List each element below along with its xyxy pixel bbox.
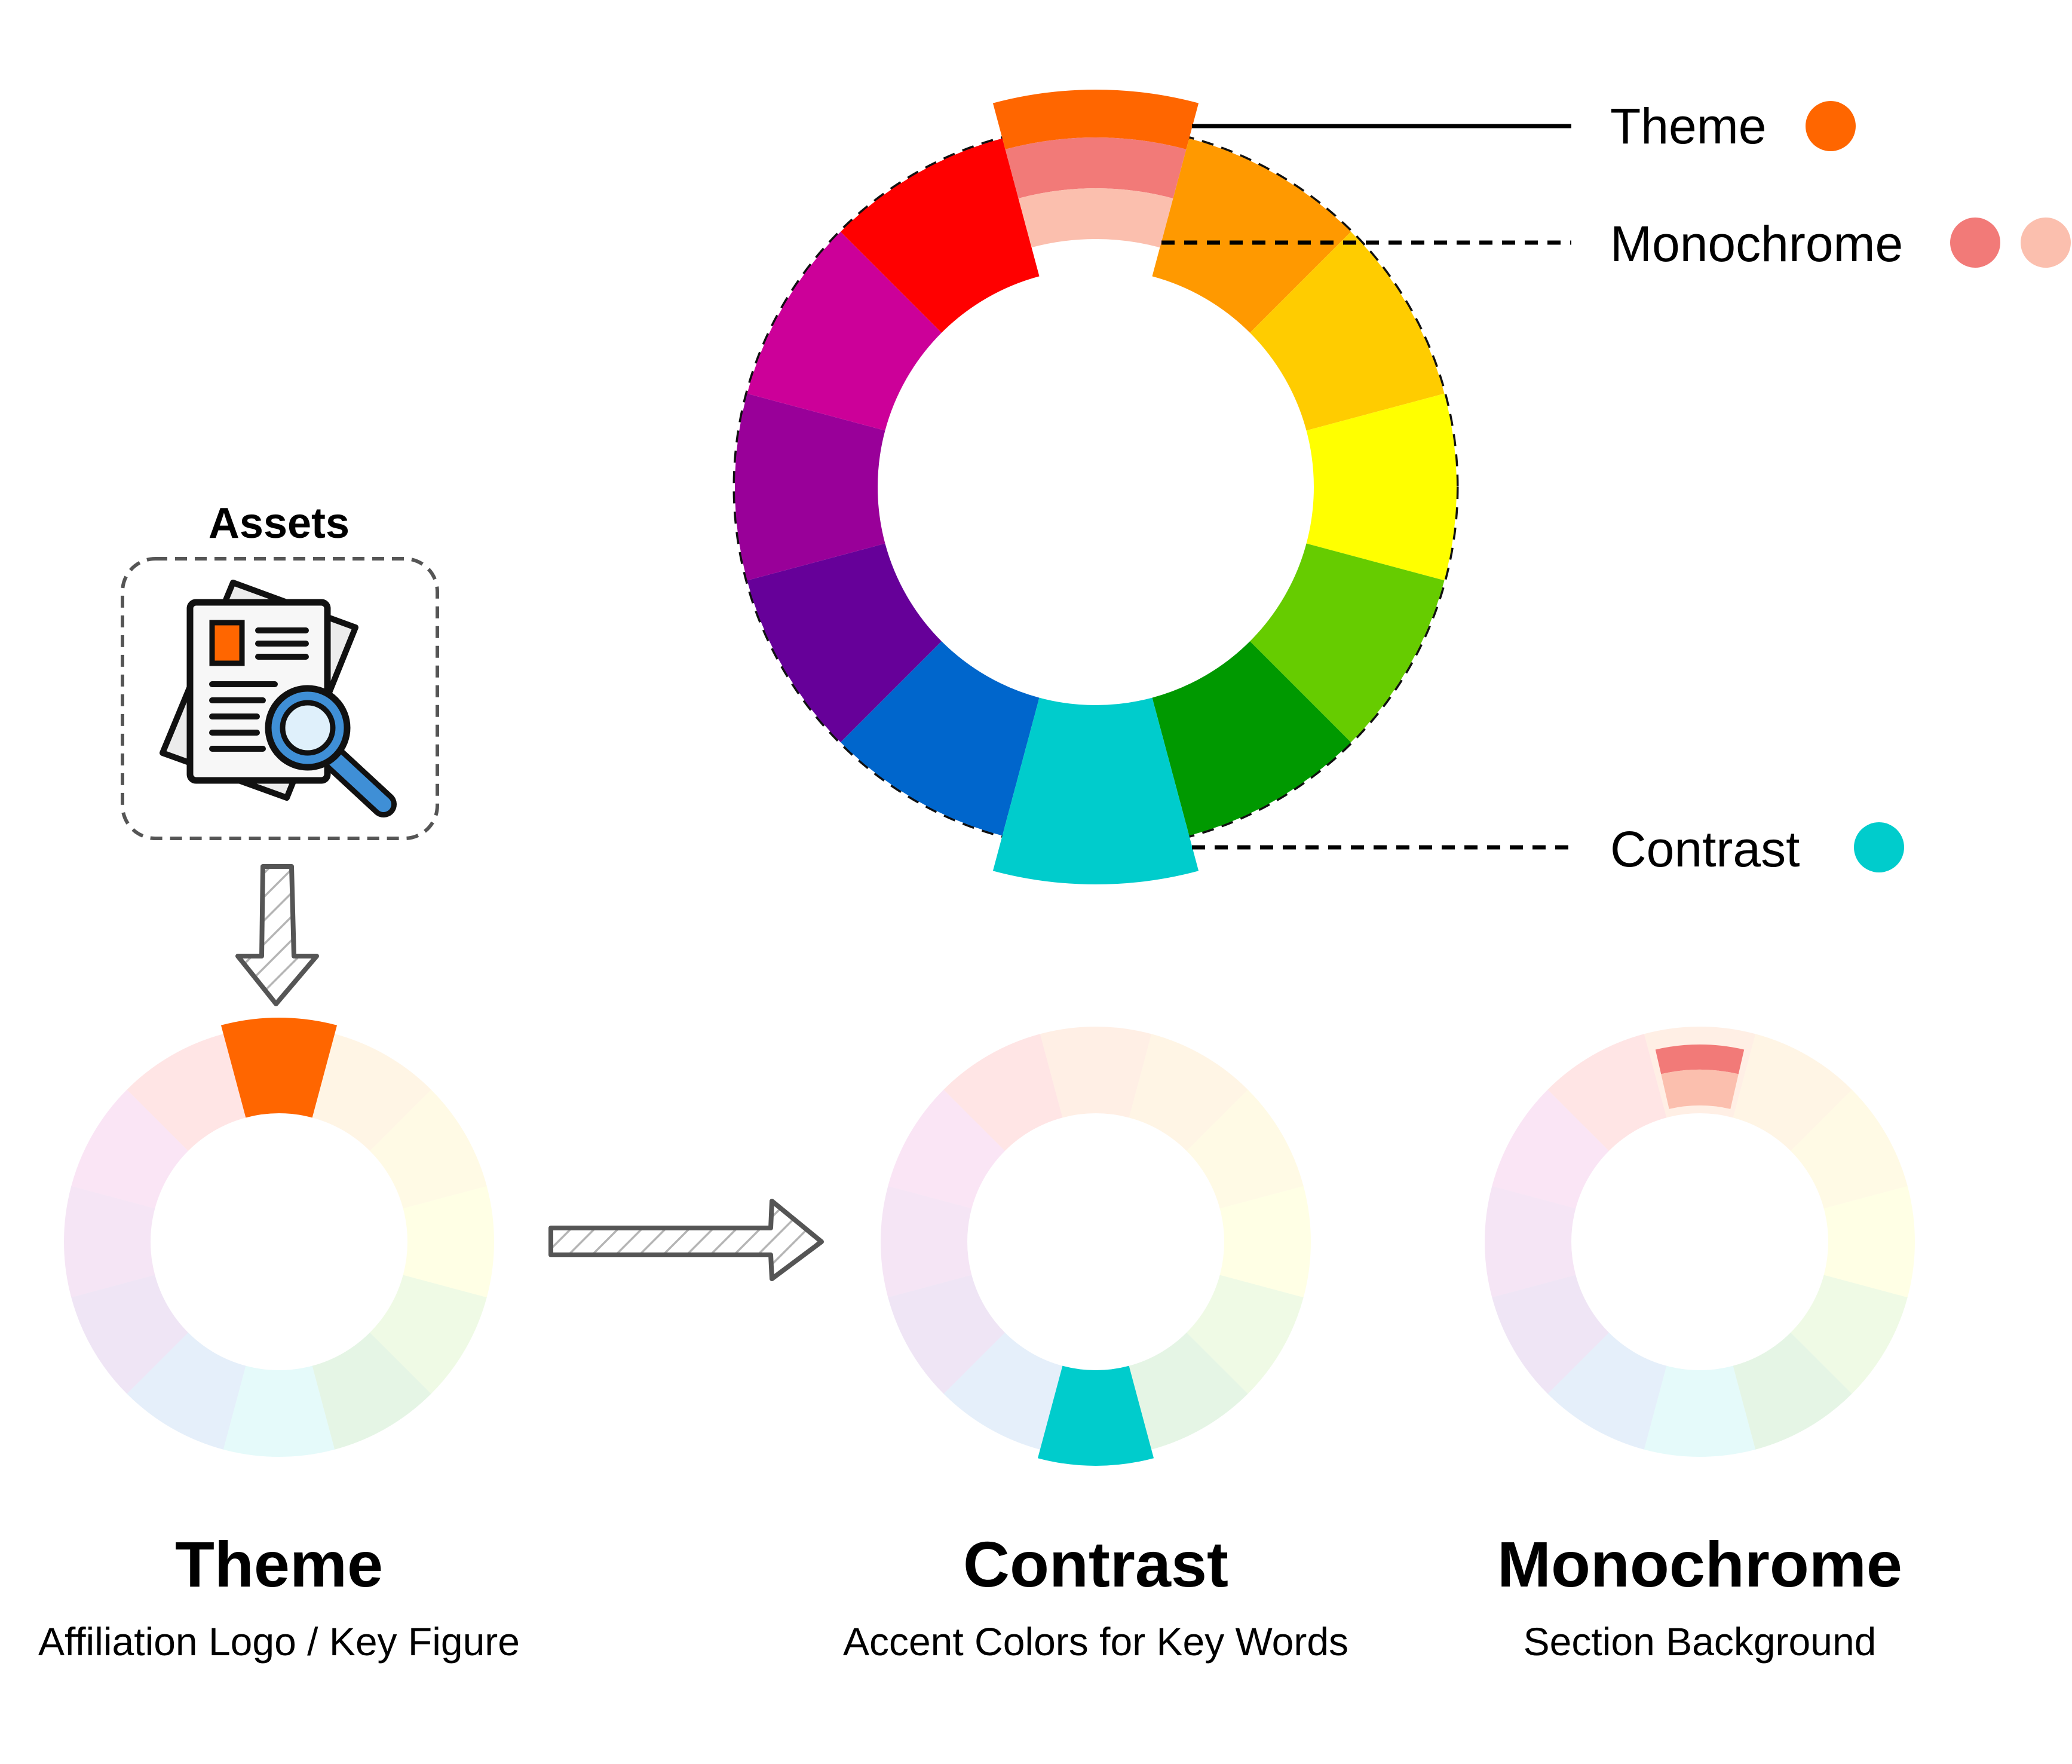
wheel-segment <box>747 231 942 431</box>
wheel-segment <box>1129 1034 1248 1151</box>
theme-section-title: Theme <box>175 1528 383 1600</box>
wheel-segment <box>735 393 885 581</box>
wheel-segment <box>840 641 1040 836</box>
wheel-segment <box>1187 1089 1304 1209</box>
wheel-segment <box>1040 1027 1152 1118</box>
wheel-segment <box>223 1365 335 1457</box>
monochrome-section-subtitle: Section Background <box>1524 1619 1877 1664</box>
wheel-segment <box>1791 1275 1908 1394</box>
monochrome-segment-light <box>1018 188 1173 248</box>
monochrome-section-caption: Monochrome Section Background <box>1497 1528 1902 1664</box>
monochrome-segment-dark <box>1005 137 1187 199</box>
legend: Theme Monochrome Contrast <box>1161 98 2071 877</box>
wheel-segment <box>1152 138 1351 333</box>
monochrome-highlight-segment-light <box>1661 1070 1739 1109</box>
theme-color-swatch <box>1806 101 1856 151</box>
monochrome-color-swatch-dark <box>1950 218 2000 268</box>
contrast-section-caption: Contrast Accent Colors for Key Words <box>843 1528 1348 1664</box>
wheel-segment <box>1733 1333 1852 1450</box>
wheel-segment <box>1547 1034 1667 1151</box>
wheel-segment <box>127 1034 246 1151</box>
wheel-segment <box>1823 1186 1915 1298</box>
contrast-segment <box>992 697 1199 884</box>
wheel-segment <box>881 1186 972 1298</box>
wheel-segment <box>1547 1333 1667 1450</box>
legend-contrast-label: Contrast <box>1610 821 1800 877</box>
monochrome-wheel <box>1484 1027 1915 1457</box>
theme-segment <box>992 90 1199 149</box>
wheel-segment <box>1644 1365 1756 1457</box>
wheel-segment <box>888 1089 1005 1209</box>
wheel-segment <box>1733 1034 1852 1151</box>
wheel-segment <box>943 1034 1063 1151</box>
monochrome-section-title: Monochrome <box>1497 1528 1902 1600</box>
right-arrow <box>548 1199 824 1281</box>
wheel-segment <box>1484 1186 1576 1298</box>
wheel-segment <box>1492 1089 1609 1209</box>
wheel-segment <box>1791 1089 1908 1209</box>
wheel-segment <box>888 1275 1005 1394</box>
down-arrow <box>235 864 319 1006</box>
wheel-segment <box>1250 231 1445 431</box>
wheel-segment <box>64 1186 155 1298</box>
contrast-section-subtitle: Accent Colors for Key Words <box>843 1619 1348 1664</box>
faded-wheel-segments <box>64 1034 494 1457</box>
faded-wheel-segments <box>1484 1027 1915 1457</box>
wheel-segment <box>1152 641 1351 836</box>
contrast-color-swatch <box>1854 822 1904 872</box>
theme-section-caption: Theme Affiliation Logo / Key Figure <box>38 1528 520 1664</box>
wheel-segment <box>71 1089 188 1209</box>
assets-group: Assets <box>121 500 439 840</box>
wheel-segment <box>71 1275 188 1394</box>
document-magnifier-icon <box>160 580 397 817</box>
assets-dashed-box <box>121 557 439 840</box>
assets-label: Assets <box>209 500 350 547</box>
wheel-segment <box>127 1333 246 1450</box>
contrast-highlight-segment <box>1037 1365 1154 1466</box>
contrast-section-title: Contrast <box>963 1528 1228 1600</box>
wheel-segment <box>1250 543 1445 743</box>
monochrome-color-swatch-light <box>2021 218 2071 268</box>
theme-section-subtitle: Affiliation Logo / Key Figure <box>38 1619 520 1664</box>
theme-wheel <box>64 1018 494 1457</box>
wheel-segment <box>1129 1333 1248 1450</box>
wheel-segment <box>370 1275 487 1394</box>
wheel-segment <box>840 138 1040 333</box>
legend-monochrome-label: Monochrome <box>1610 216 1903 272</box>
wheel-segment <box>747 543 942 743</box>
wheel-segment <box>312 1333 431 1450</box>
contrast-wheel <box>881 1027 1311 1466</box>
wheel-segment <box>1187 1275 1304 1394</box>
wheel-segment <box>370 1089 487 1209</box>
main-color-wheel <box>732 90 1459 884</box>
theme-highlight-segment <box>220 1018 338 1118</box>
wheel-segment <box>1306 393 1457 581</box>
wheel-segment <box>943 1333 1063 1450</box>
faded-wheel-segments <box>881 1027 1311 1450</box>
legend-theme-label: Theme <box>1610 98 1766 154</box>
monochrome-highlight-segment-dark <box>1655 1045 1745 1074</box>
wheel-segments <box>735 138 1457 836</box>
wheel-segment <box>403 1186 494 1298</box>
wheel-segment <box>1219 1186 1311 1298</box>
wheel-segment <box>1492 1275 1609 1394</box>
wheel-segment <box>312 1034 431 1151</box>
